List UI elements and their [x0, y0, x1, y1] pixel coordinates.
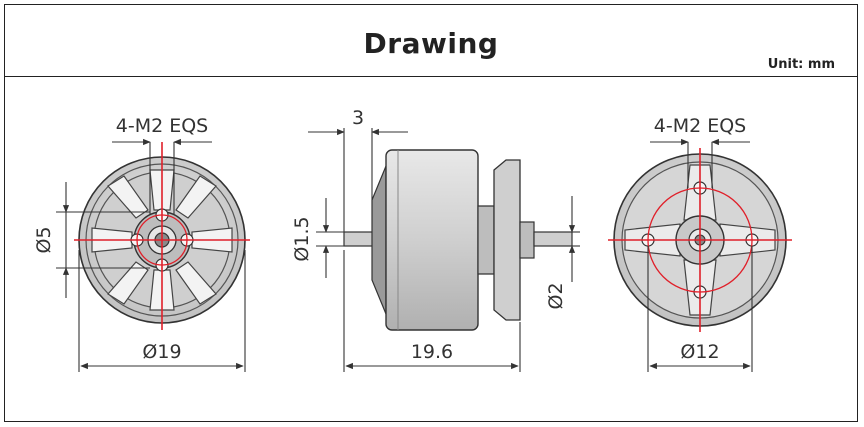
rear-center-lines	[608, 148, 792, 332]
side-view: 3 Ø1.5 19.6 Ø2	[291, 107, 580, 372]
side-shaft-diameter-label: Ø1.5	[291, 216, 313, 261]
side-length-label: 19.6	[411, 341, 453, 363]
rear-view: 4-M2 EQS Ø12	[608, 115, 792, 372]
side-rear-shaft	[533, 231, 573, 247]
unit-label: Unit: mm	[767, 57, 835, 72]
front-outer-diameter-label: Ø19	[142, 341, 181, 363]
rear-pitch-circle-label: Ø12	[680, 341, 719, 363]
front-holes-label: 4-M2 EQS	[116, 115, 209, 137]
side-mount-flange	[493, 159, 521, 321]
side-bell-can	[385, 149, 479, 331]
side-rear-shaft-label: Ø2	[545, 282, 567, 309]
side-shaft-length-label: 3	[352, 107, 364, 129]
front-inner-diameter-label: Ø5	[33, 226, 55, 253]
header-bar: Drawing Unit: mm	[5, 5, 857, 77]
front-view: 4-M2 EQS Ø5 Ø19	[33, 115, 250, 372]
rear-holes-label: 4-M2 EQS	[654, 115, 747, 137]
page-title: Drawing	[363, 27, 499, 60]
front-spokes	[91, 169, 233, 311]
front-center-lines	[74, 142, 250, 330]
